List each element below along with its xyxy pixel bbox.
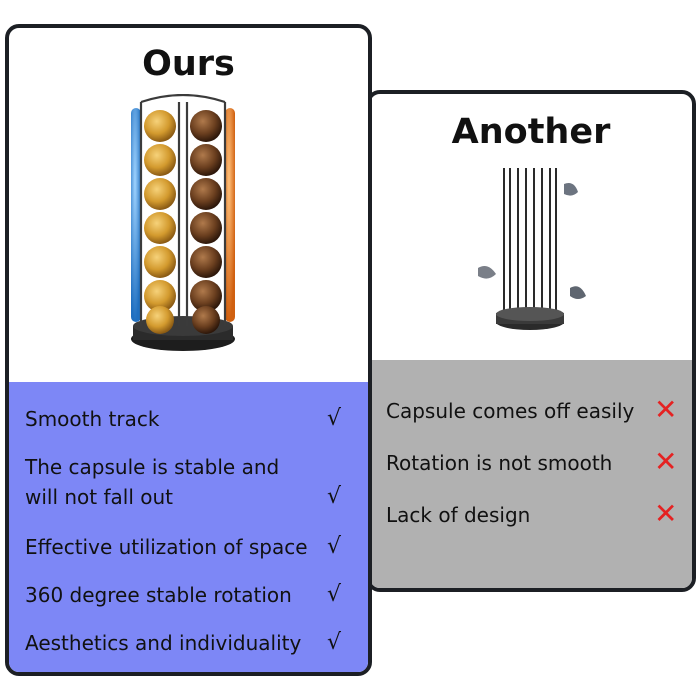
check-icon: √ xyxy=(327,406,342,431)
cross-icon: ✕ xyxy=(654,445,678,478)
check-icon: √ xyxy=(327,484,342,509)
capsule-tower-image xyxy=(131,94,235,351)
check-icon: √ xyxy=(327,630,342,655)
check-icon: √ xyxy=(327,534,342,559)
feature-label: Aesthetics and individuality xyxy=(25,631,302,655)
empty-rack-image xyxy=(478,168,586,330)
ours-card: Ours xyxy=(5,24,372,676)
cross-icon: ✕ xyxy=(654,497,678,530)
feature-label: Effective utilization of space xyxy=(25,535,308,559)
check-icon: √ xyxy=(327,582,342,607)
feature-label: The capsule is stable and will not fall … xyxy=(25,455,280,509)
feature-label: Smooth track xyxy=(25,407,160,431)
another-card: Another Capsule comes off easily ✕ Rot xyxy=(366,90,696,592)
feature-label: Lack of design xyxy=(386,503,531,527)
another-title: Another xyxy=(451,112,611,152)
feature-label: Rotation is not smooth xyxy=(386,451,613,475)
cross-icon: ✕ xyxy=(654,393,678,426)
feature-label: 360 degree stable rotation xyxy=(25,583,292,607)
ours-features-panel: Smooth track √ The capsule is stable and… xyxy=(9,382,368,672)
another-features-panel: Capsule comes off easily ✕ Rotation is n… xyxy=(370,360,692,588)
feature-label: Capsule comes off easily xyxy=(386,399,635,423)
ours-title: Ours xyxy=(142,44,235,84)
